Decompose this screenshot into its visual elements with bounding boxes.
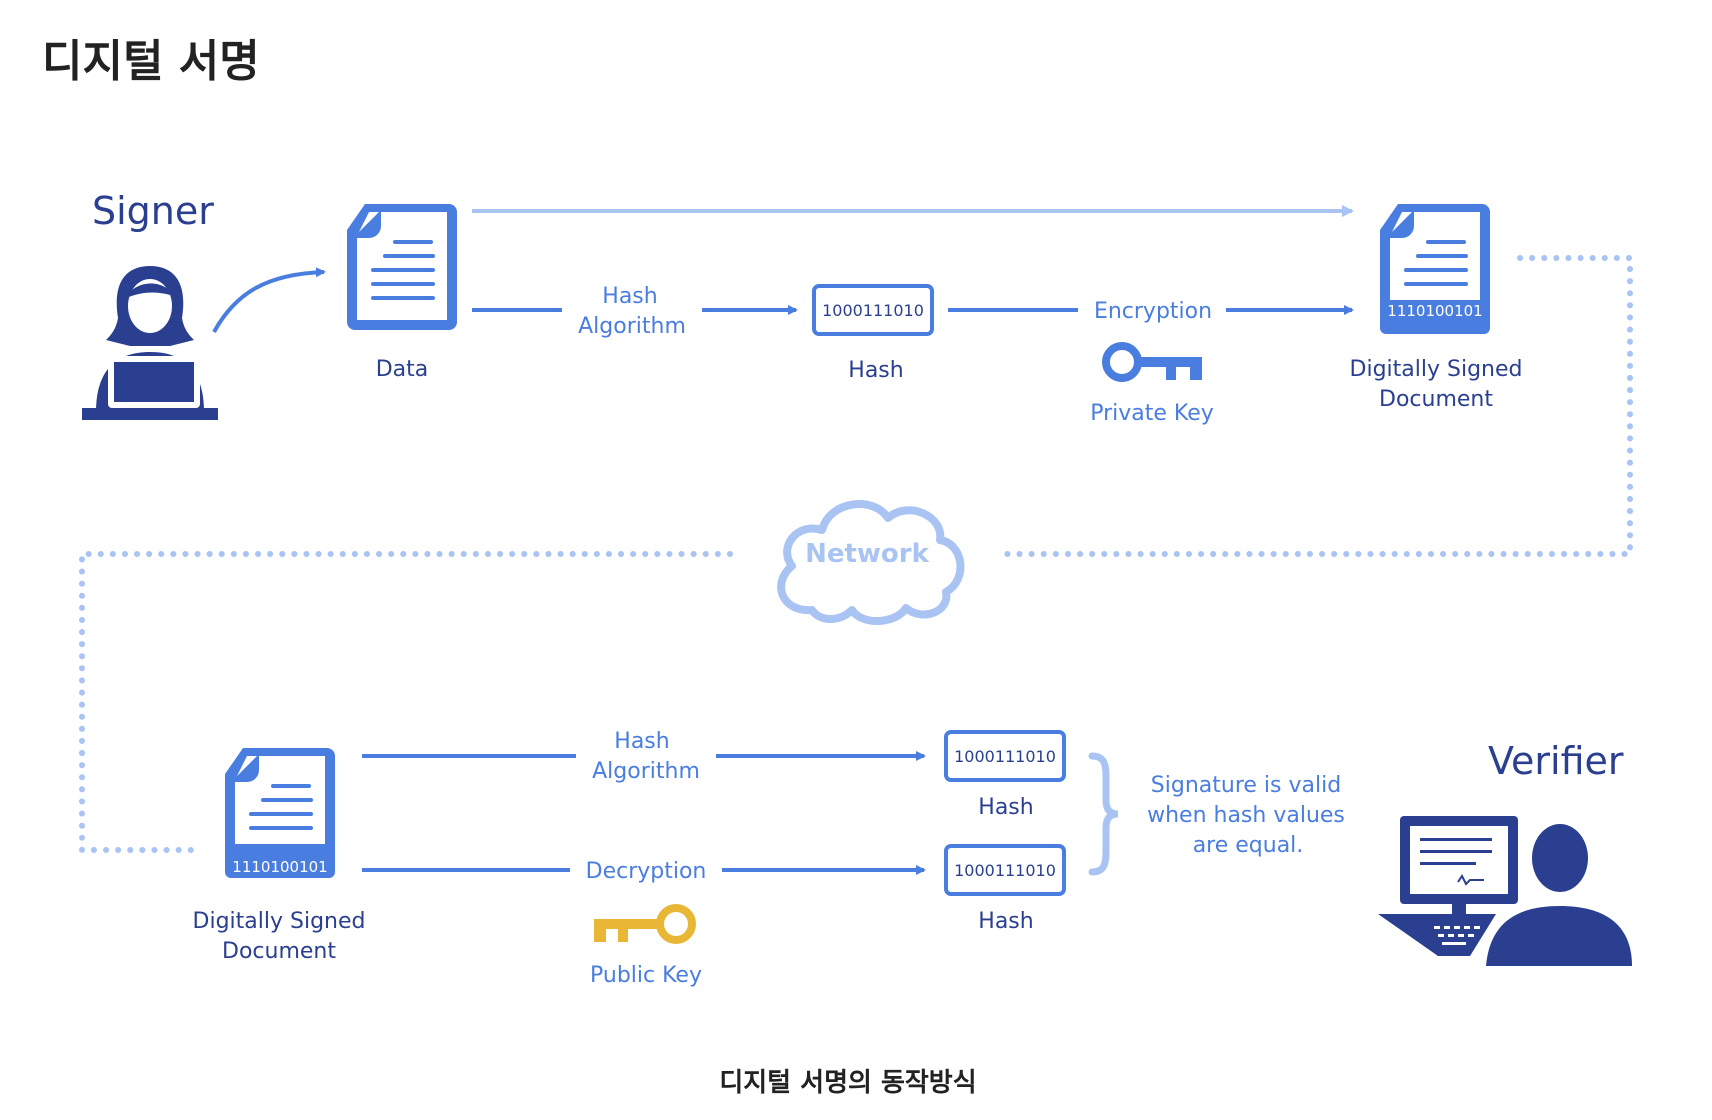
validity-note-line3: are equal. (1193, 833, 1304, 858)
private-key-label: Private Key (1090, 401, 1214, 426)
computed-hash-value: 1000111010 (954, 747, 1056, 766)
public-key-label: Public Key (590, 963, 702, 988)
private-key-icon (1102, 342, 1202, 382)
computed-hash-label: Hash (978, 795, 1033, 820)
decrypted-hash-label: Hash (978, 909, 1033, 934)
decrypted-hash-value: 1000111010 (954, 861, 1056, 880)
hash-algorithm-label-line2: Algorithm (578, 314, 686, 339)
person-at-laptop-icon (82, 266, 218, 420)
verifier-label: Verifier (1488, 739, 1624, 783)
validity-note-line1: Signature is valid (1151, 773, 1341, 798)
page-title: 디지털 서명 (42, 36, 260, 87)
received-signed-document-label-line1: Digitally Signed (193, 909, 366, 934)
public-key-icon (594, 904, 696, 944)
signer-label: Signer (92, 189, 214, 233)
validity-note-line2: when hash values (1147, 803, 1345, 828)
received-signed-document-value: 1110100101 (232, 858, 327, 876)
decryption-label: Decryption (586, 859, 707, 884)
person-at-computer-icon (1378, 816, 1632, 966)
computed-hash-box (944, 730, 1066, 782)
data-document-icon (347, 204, 457, 330)
signed-document-label-line1: Digitally Signed (1350, 357, 1523, 382)
signed-document-label-line2: Document (1379, 387, 1493, 412)
figure-caption: 디지털 서명의 동작방식 (719, 1068, 976, 1098)
data-label: Data (376, 357, 429, 382)
decrypted-hash-box (944, 844, 1066, 896)
received-signed-document-label-line2: Document (222, 939, 336, 964)
network-dotted-path (79, 255, 1633, 853)
hash-value-box (812, 284, 934, 336)
signed-document-value: 1110100101 (1387, 302, 1482, 320)
hash-label: Hash (848, 358, 903, 383)
network-label: Network (805, 539, 930, 569)
hash-algorithm-label-line1: Hash (602, 284, 657, 309)
encryption-label: Encryption (1094, 299, 1212, 324)
cloud-icon (777, 500, 965, 626)
bottom-hash-algorithm-label-line1: Hash (614, 729, 669, 754)
signer-to-data-arrow (212, 267, 326, 333)
brace-icon (1088, 752, 1119, 876)
hash-value: 1000111010 (822, 301, 924, 320)
bottom-hash-algorithm-label-line2: Algorithm (592, 759, 700, 784)
